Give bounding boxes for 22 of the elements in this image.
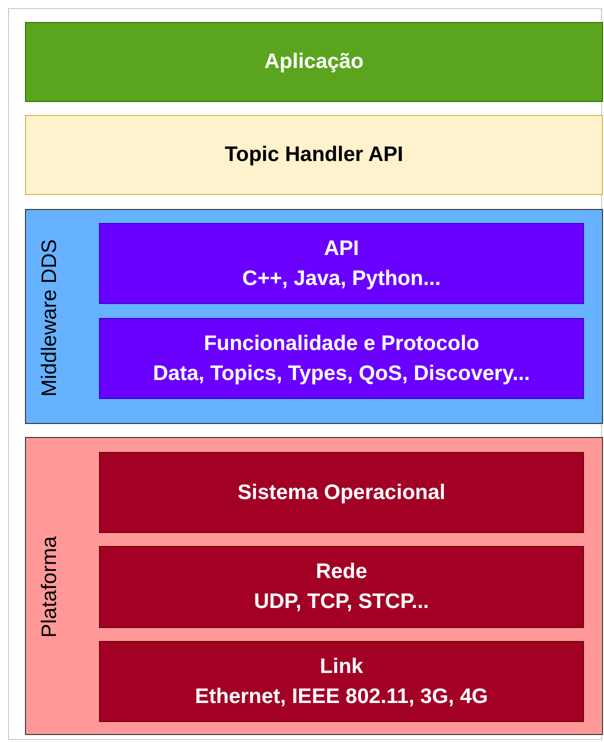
layer-box [25, 115, 603, 195]
layer-title: Link [320, 654, 364, 680]
layer-box [99, 223, 584, 304]
layer-detail: UDP, TCP, STCP... [254, 589, 430, 615]
group-label: Plataforma [38, 536, 62, 638]
layer-box [99, 452, 584, 533]
layer-detail: Data, Topics, Types, QoS, Discovery... [153, 360, 530, 386]
group-label: Middleware DDS [38, 238, 62, 396]
layer-title: Funcionalidade e Protocolo [204, 330, 480, 356]
layer-box [25, 22, 603, 102]
layer-box [99, 641, 584, 722]
layer-title: Topic Handler API [224, 142, 404, 168]
layer-box [99, 318, 584, 399]
layer-detail: C++, Java, Python... [242, 266, 441, 292]
layer-title: API [324, 236, 359, 262]
layer-title: Aplicação [264, 49, 364, 75]
layer-title: Rede [316, 559, 368, 585]
layer-group [25, 437, 603, 735]
layer-detail: Ethernet, IEEE 802.11, 3G, 4G [195, 684, 488, 710]
layer-group [25, 209, 603, 424]
layer-box [99, 546, 584, 628]
layer-title: Sistema Operacional [238, 480, 446, 506]
